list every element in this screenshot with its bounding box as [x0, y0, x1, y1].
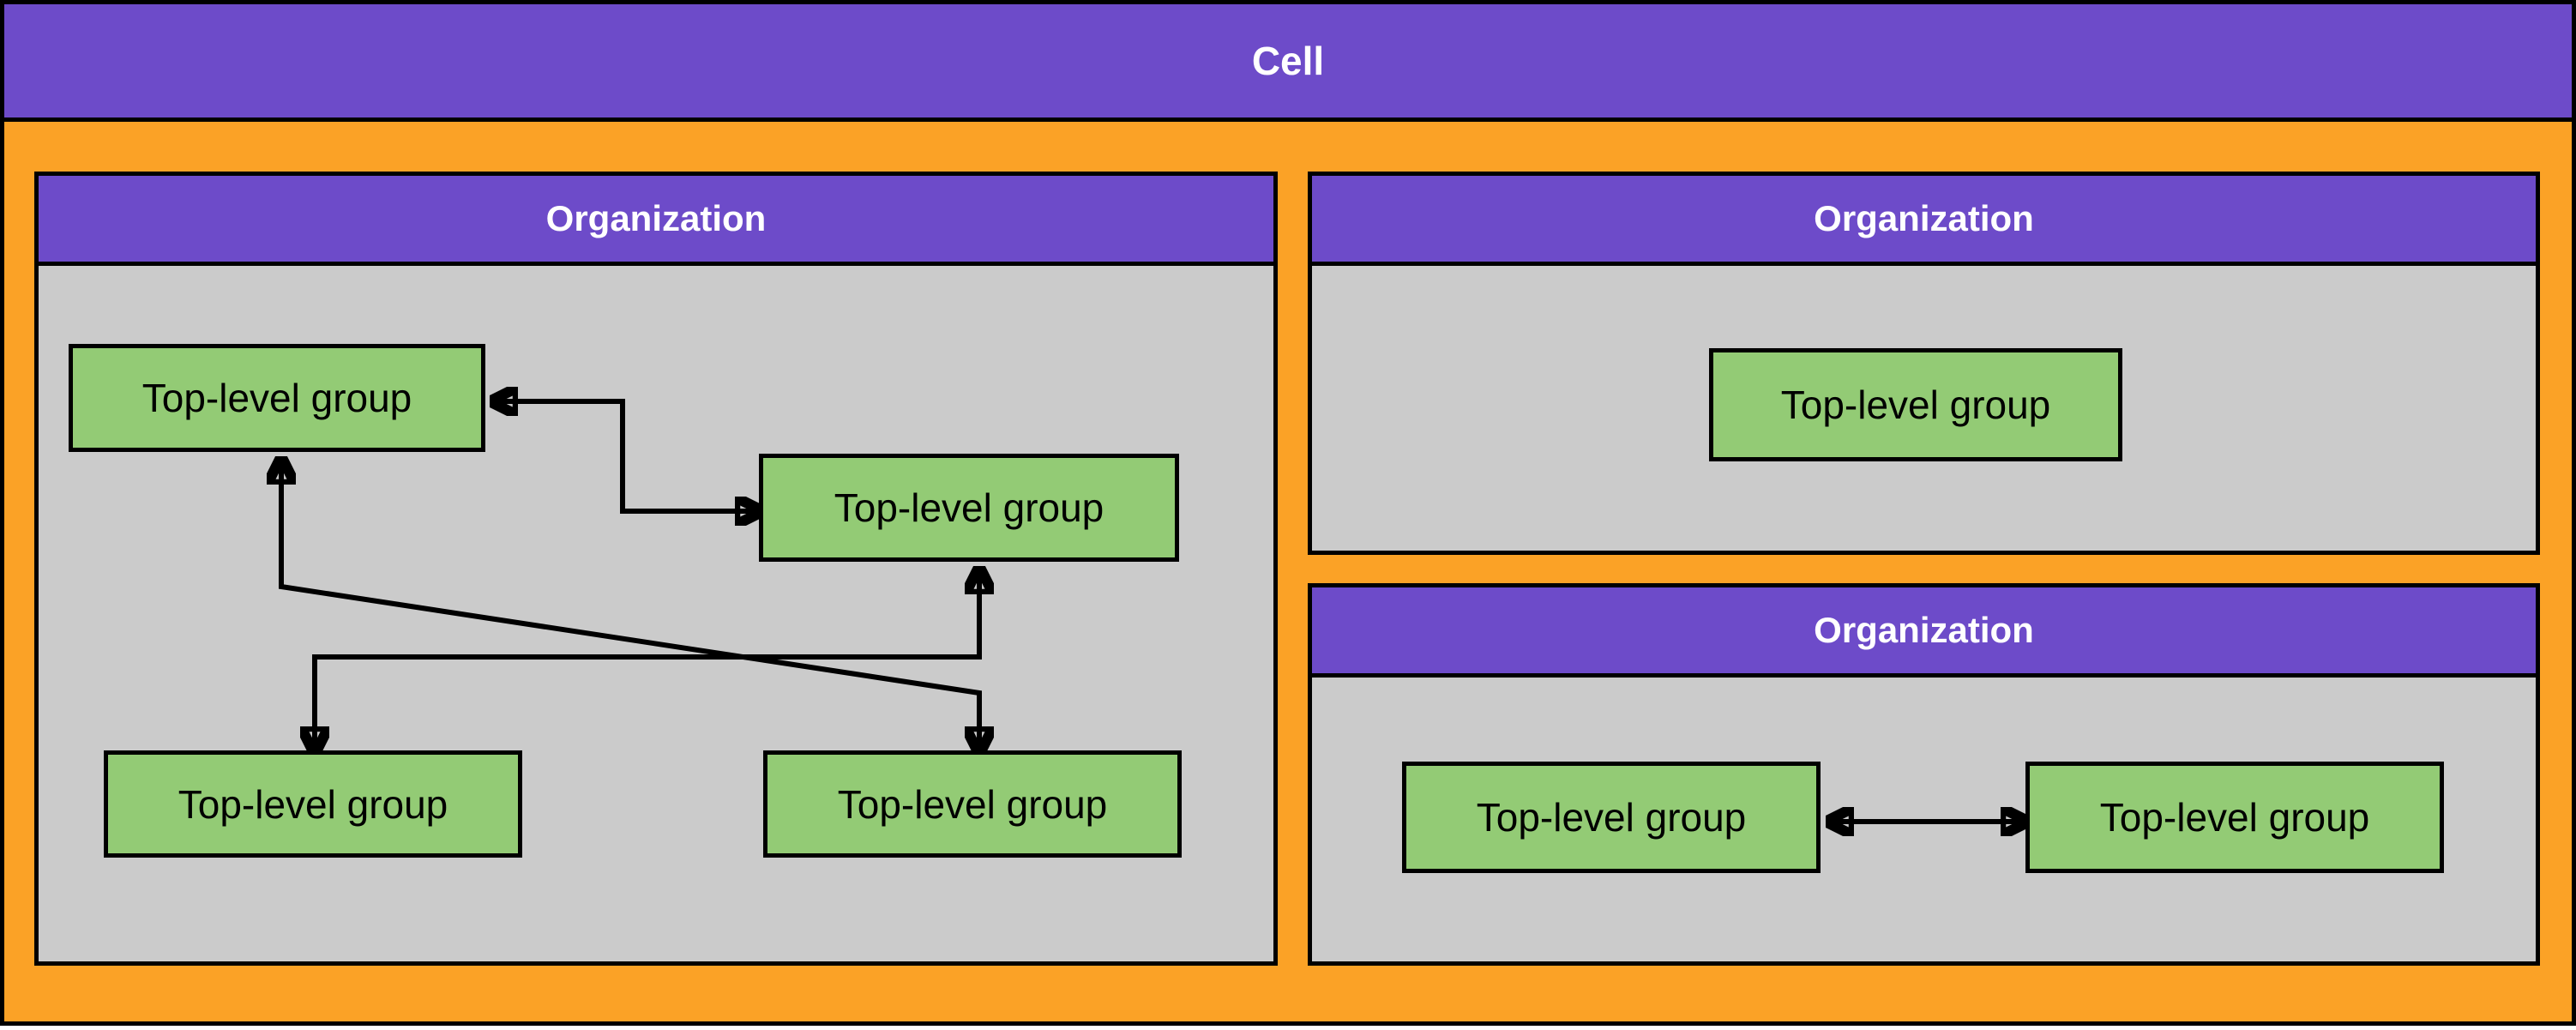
organization-box-1: Organization Top-level group Top-level g… — [34, 172, 1278, 966]
organization-1-header: Organization — [39, 176, 1273, 266]
organization-box-2: Organization Top-level group — [1308, 172, 2540, 555]
top-level-group-box: Top-level group — [104, 750, 522, 858]
top-level-group-box: Top-level group — [2025, 762, 2444, 873]
top-level-group-box: Top-level group — [1709, 348, 2122, 461]
cell-title: Cell — [1251, 39, 1325, 83]
organization-3-header: Organization — [1312, 587, 2536, 678]
top-level-group-box: Top-level group — [1402, 762, 1821, 873]
organization-3-title: Organization — [1814, 610, 2034, 650]
organization-box-3: Organization Top-level group Top-level g… — [1308, 583, 2540, 966]
organization-2-header: Organization — [1312, 176, 2536, 266]
organization-1-title: Organization — [545, 198, 767, 238]
organization-2-title: Organization — [1814, 198, 2034, 238]
cell-title-bar: Cell — [4, 4, 2572, 122]
top-level-group-box: Top-level group — [763, 750, 1182, 858]
top-level-group-box: Top-level group — [69, 344, 485, 452]
top-level-group-box: Top-level group — [759, 454, 1179, 562]
